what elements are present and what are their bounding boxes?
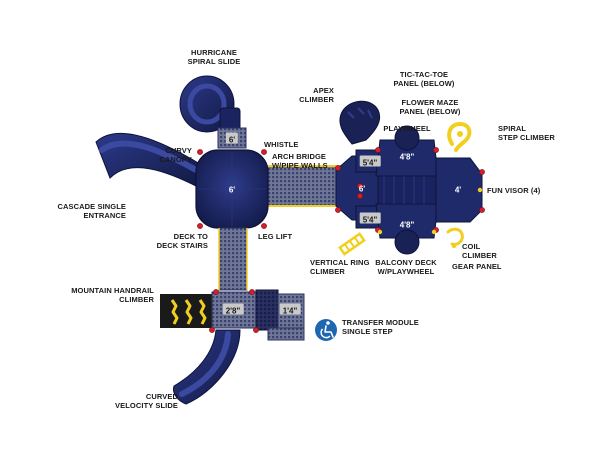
wheelchair-accessibility-icon — [315, 319, 337, 341]
label-balcony-deck: BALCONY DECK W/PLAYWHEEL — [375, 258, 437, 276]
playwheel — [394, 125, 420, 151]
label-flower-maze-panel: FLOWER MAZE PANEL (BELOW) — [399, 98, 461, 116]
label-vertical-ring-climber: VERTICAL RING CLIMBER — [310, 258, 370, 276]
label-fun-visor: FUN VISOR (4) — [487, 186, 541, 195]
arch-bridge — [261, 165, 343, 207]
support-posts — [197, 147, 485, 333]
deck-to-deck-stairs — [218, 227, 248, 291]
lower-deck-dimension: 2'8" — [222, 303, 244, 316]
label-deck-to-deck-stairs: DECK TO DECK STAIRS — [156, 232, 208, 250]
vertical-ring-climber — [338, 232, 366, 256]
label-curvy-canopy: CURVY CANOPY — [159, 146, 192, 164]
label-cascade-single-entrance: CASCADE SINGLE ENTRANCE — [57, 202, 126, 220]
right-deck-dimension: 4' — [454, 185, 462, 195]
label-hurricane-spiral-slide: HURRICANE SPIRAL SLIDE — [187, 48, 241, 66]
spiral-step-climber — [447, 121, 472, 152]
upper-left-deck-dimension: 5'4" — [359, 155, 381, 168]
label-leg-lift: LEG LIFT — [258, 232, 293, 241]
label-mountain-handrail-climber: MOUNTAIN HANDRAIL CLIMBER — [71, 286, 154, 304]
canopy-top-deck-dimension: 6' — [225, 132, 239, 145]
label-tic-tac-toe-panel: TIC-TAC-TOE PANEL (BELOW) — [393, 70, 455, 88]
apex-climber — [339, 100, 380, 145]
coil-climber — [446, 227, 464, 246]
label-apex-climber: APEX CLIMBER — [299, 86, 334, 104]
lower-left-deck-dimension: 5'4" — [359, 212, 381, 225]
center-deck-dimension: 6' — [358, 184, 366, 194]
upper-center-deck-dimension: 4'8" — [399, 152, 415, 162]
lower-center-deck-dimension: 4'8" — [399, 220, 415, 230]
cascade-slide-bed — [99, 140, 199, 173]
label-transfer-module: TRANSFER MODULE SINGLE STEP — [342, 318, 419, 336]
canopy-deck-dimension: 6' — [228, 185, 236, 195]
label-playwheel: PLAYWHEEL — [383, 124, 431, 133]
accent-caps — [377, 187, 483, 249]
label-curved-velocity-slide: CURVED VELOCITY SLIDE — [115, 392, 178, 410]
label-arch-bridge: ARCH BRIDGE W/PIPE WALLS — [272, 152, 328, 170]
label-whistle: WHISTLE — [264, 140, 299, 149]
label-coil-climber: COIL CLIMBER — [462, 242, 497, 260]
label-gear-panel: GEAR PANEL — [452, 262, 502, 271]
transfer-deck-dimension: 1'4" — [279, 303, 301, 316]
label-spiral-step-climber: SPIRAL STEP CLIMBER — [498, 124, 555, 142]
